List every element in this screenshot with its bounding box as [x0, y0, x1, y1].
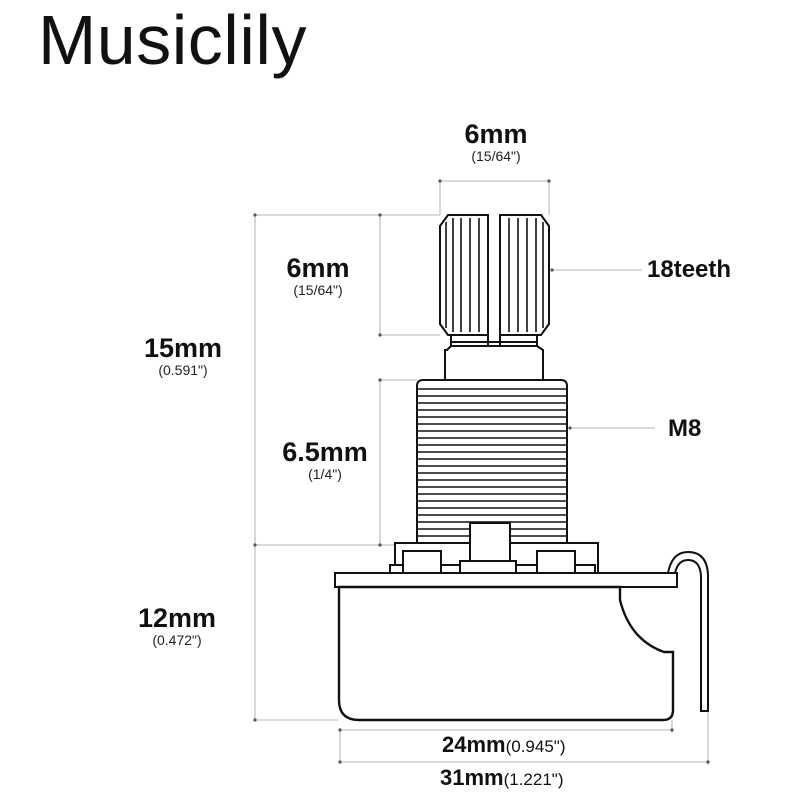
- brand-title: Musiclily: [38, 1, 307, 79]
- shaft-length-value: 6mm: [286, 253, 350, 283]
- body-diameter-label: 24mm(0.945"): [442, 733, 566, 759]
- total-height-imperial: (0.591"): [158, 362, 208, 378]
- total-height-value: 15mm: [143, 333, 223, 363]
- threaded-bushing: [416, 379, 568, 546]
- body-height-imperial: (0.472"): [152, 632, 202, 648]
- shaft-length-label: 6mm (15/64"): [266, 254, 370, 298]
- shaft-diameter-imperial: (15/64"): [471, 148, 521, 164]
- thread-callout: M8: [668, 415, 702, 442]
- overall-width-value: 31mm: [440, 765, 504, 790]
- body-diameter-value: 24mm: [442, 732, 506, 757]
- dimension-lines: [254, 180, 709, 765]
- dimension-ticks: [253, 179, 710, 764]
- shaft-diameter-value: 6mm: [464, 119, 528, 149]
- bushing-length-label: 6.5mm (1/4"): [262, 438, 388, 482]
- overall-width-label: 31mm(1.221"): [440, 766, 564, 792]
- total-height-label: 15mm (0.591"): [118, 334, 248, 378]
- bushing-threads: [418, 388, 566, 537]
- body-height-label: 12mm (0.472"): [112, 604, 242, 648]
- shaft-knurl-lines: [445, 218, 544, 332]
- solder-lug: [666, 550, 709, 712]
- teeth-callout: 18teeth: [647, 256, 732, 283]
- body-diameter-imperial: (0.945"): [505, 737, 566, 756]
- bushing-length-imperial: (1/4"): [308, 466, 342, 482]
- body-height-value: 12mm: [137, 603, 217, 633]
- mounting-base: [334, 522, 678, 588]
- shaft-diameter-label: 6mm (15/64"): [444, 120, 548, 164]
- knurled-shaft: [439, 214, 550, 336]
- bushing-length-value: 6.5mm: [282, 437, 368, 467]
- shaft-collar: [444, 334, 544, 381]
- shaft-length-imperial: (15/64"): [293, 282, 343, 298]
- pot-body: [337, 585, 675, 722]
- overall-width-imperial: (1.221"): [503, 770, 564, 789]
